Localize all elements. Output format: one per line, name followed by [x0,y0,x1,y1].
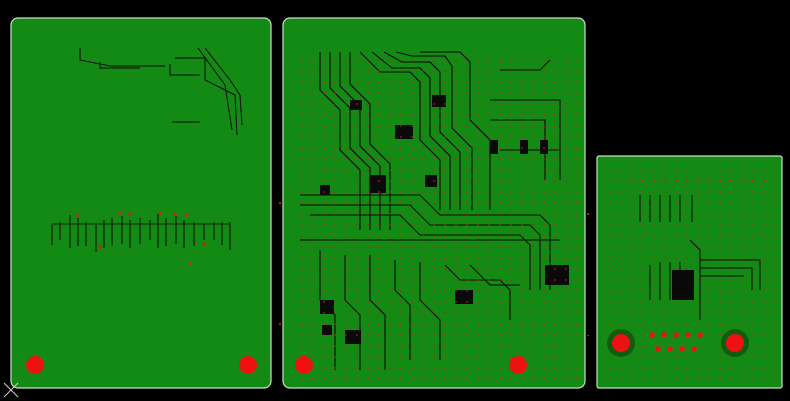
connector-pads [649,332,703,352]
connector-hole-left-pad [612,334,630,352]
via-field [295,60,577,380]
header-pin-row [625,180,765,192]
header-pin-row [50,33,234,46]
crosshair-icon [3,382,19,398]
mounting-hole-bottom-left[interactable] [26,356,44,374]
header-pin-row [316,33,504,46]
mounting-hole-bottom-right[interactable] [239,356,257,374]
connector-footprint [51,214,231,252]
trace-group [639,195,761,320]
board-right[interactable] [596,155,783,389]
trace-group-top [79,47,243,136]
connector-pads [75,211,206,266]
mounting-hole-bottom-left[interactable] [295,356,313,374]
breakaway-tabs [271,62,597,343]
board-middle[interactable] [282,17,586,389]
connector-hole-right-pad [726,334,744,352]
mounting-hole-bottom-right[interactable] [509,356,527,374]
ic-footprint [672,270,694,300]
board-left[interactable] [10,17,272,389]
